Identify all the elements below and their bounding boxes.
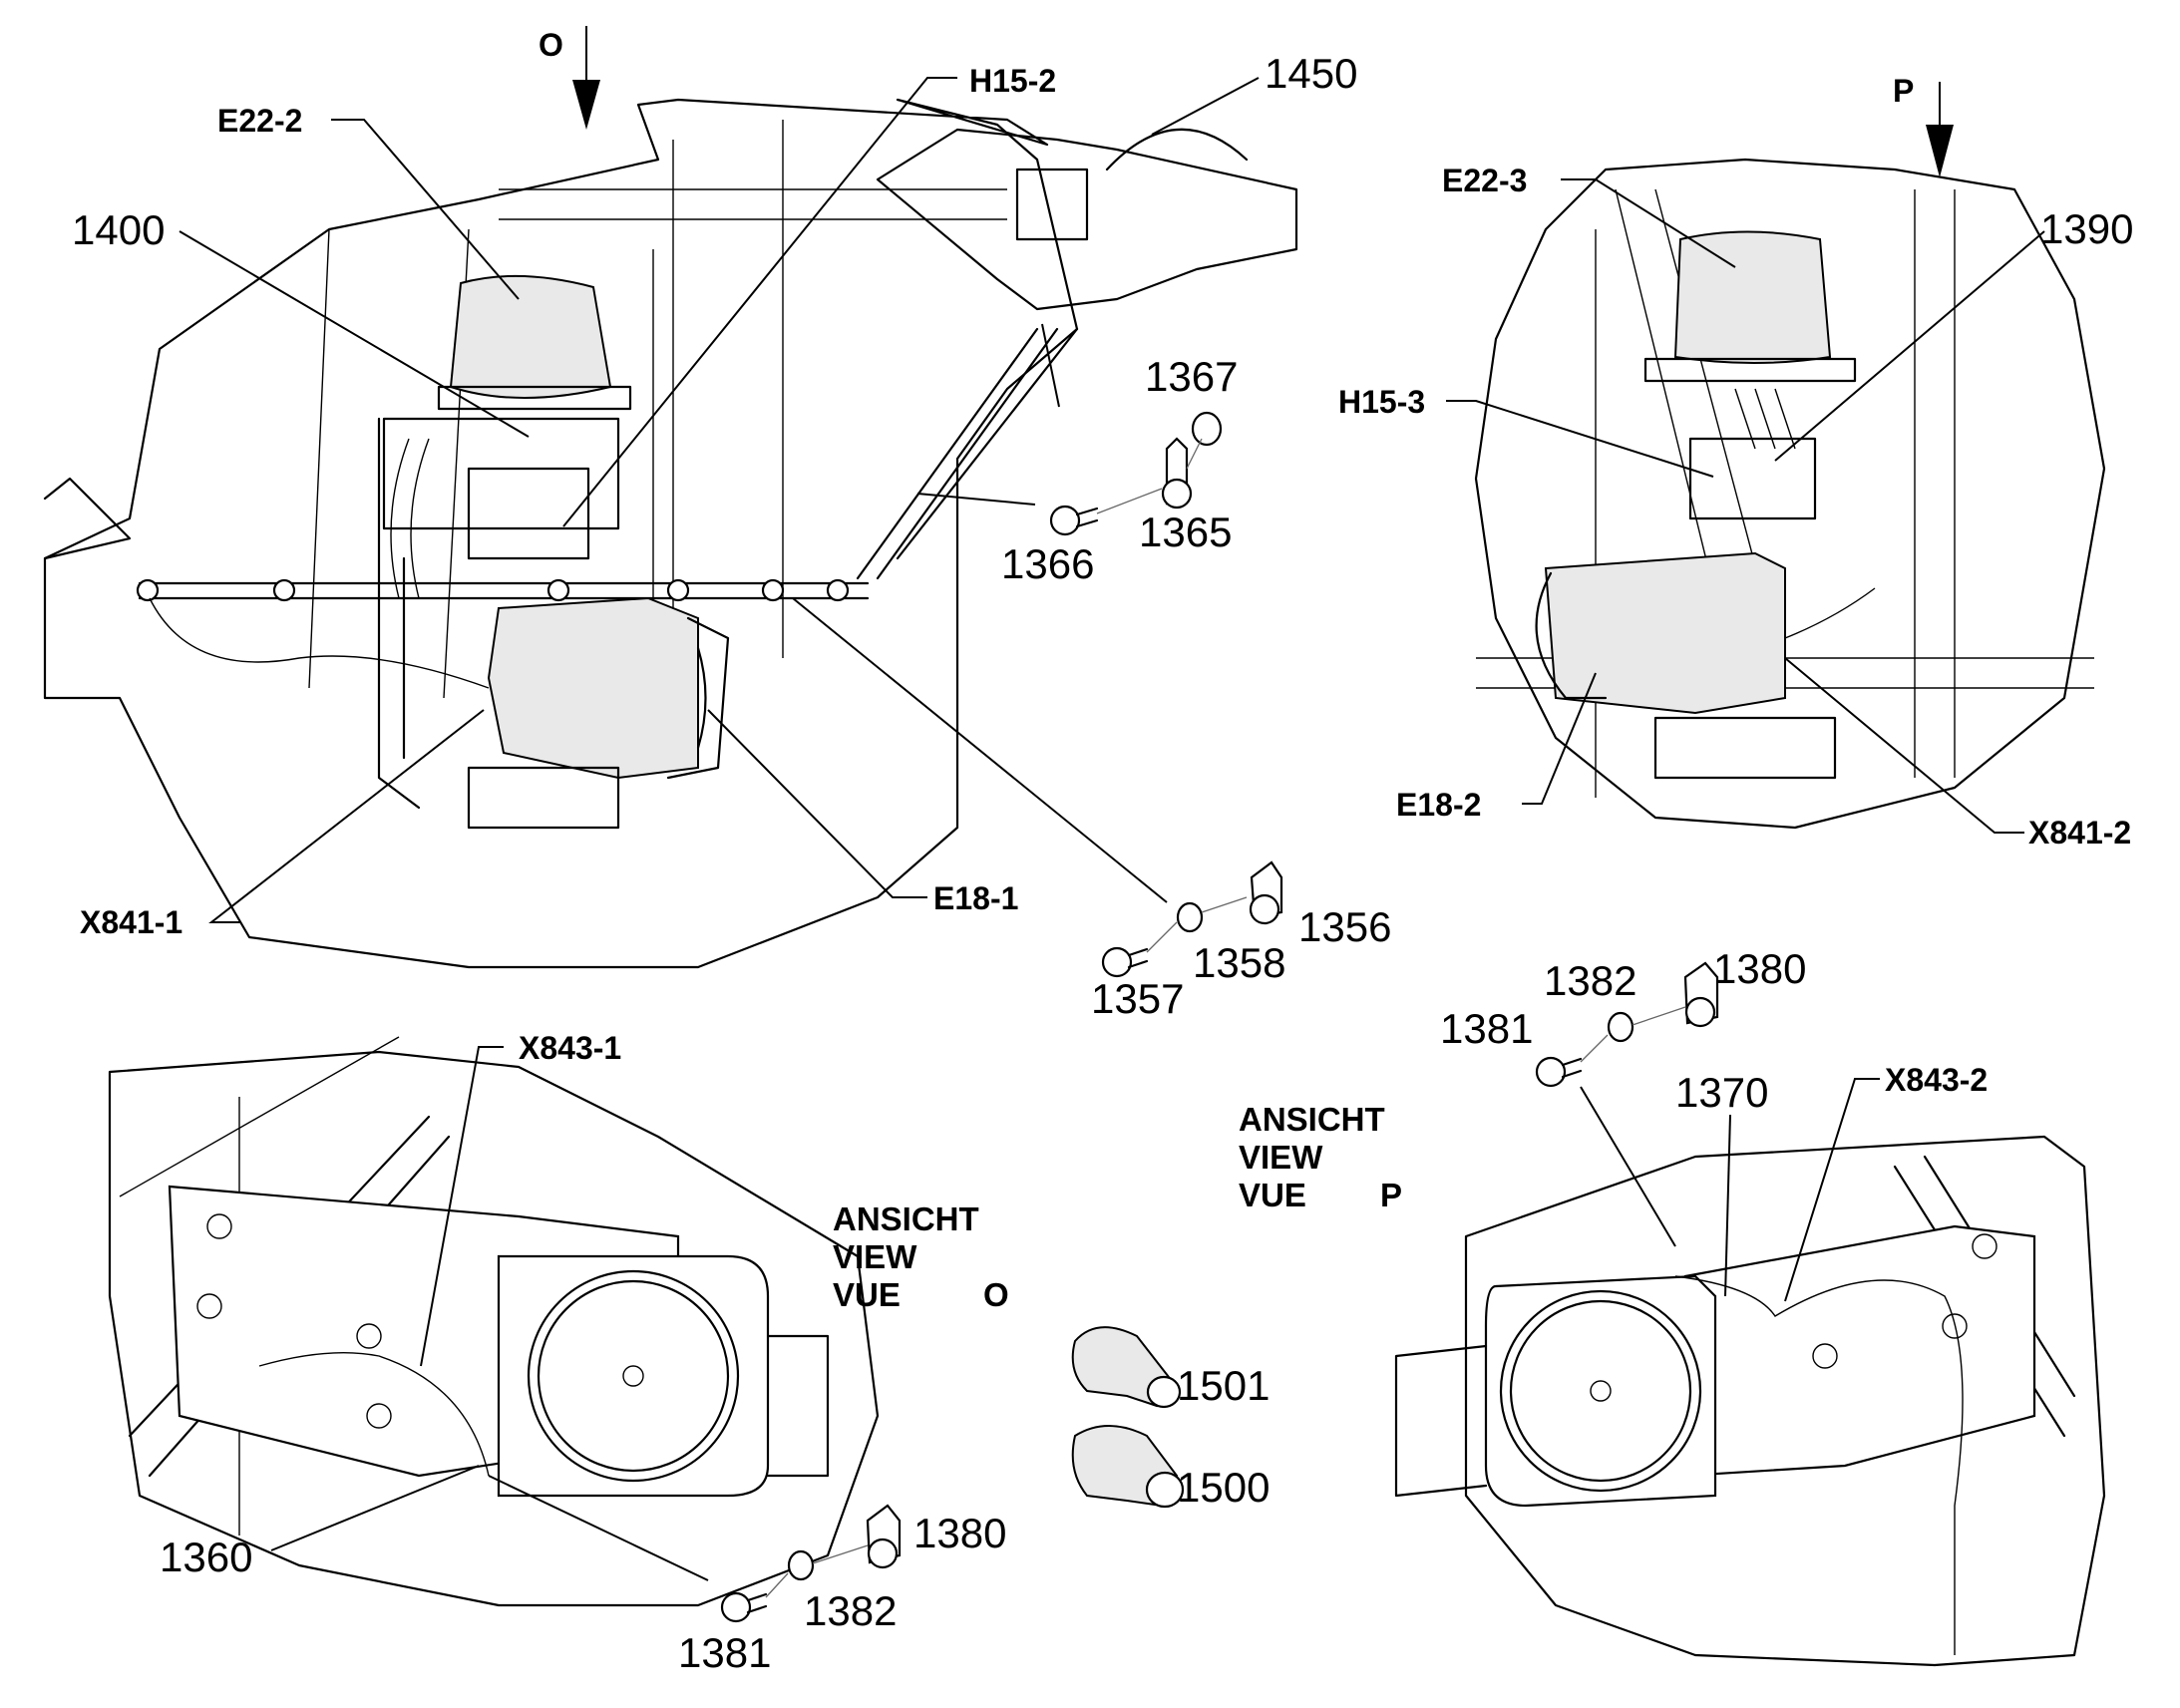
label-e22-2: E22-2 xyxy=(217,103,302,139)
horizontal-bar xyxy=(138,581,870,600)
label-1366: 1366 xyxy=(1001,540,1094,587)
label-1365: 1365 xyxy=(1139,509,1232,555)
bottom-left-outline xyxy=(108,1050,880,1607)
part-1357 xyxy=(1101,946,1133,978)
label-1500: 1500 xyxy=(1177,1464,1270,1511)
label-x843-2: X843-2 xyxy=(1885,1062,1988,1098)
view-p-line1: ANSICHT xyxy=(1239,1101,1385,1138)
label-1380-top: 1380 xyxy=(1713,945,1806,992)
label-e18-1: E18-1 xyxy=(933,880,1018,916)
view-arrows xyxy=(572,26,1954,177)
label-1380-bot: 1380 xyxy=(913,1510,1006,1556)
lamp-housing-p xyxy=(1484,1274,1717,1508)
label-1501: 1501 xyxy=(1177,1362,1270,1409)
label-1370: 1370 xyxy=(1675,1069,1768,1116)
part-1367 xyxy=(1191,411,1223,447)
small-parts xyxy=(720,411,1719,1623)
label-1357: 1357 xyxy=(1091,975,1184,1022)
label-1390: 1390 xyxy=(2040,205,2133,252)
view-o-letter: O xyxy=(983,1276,1009,1313)
label-1367: 1367 xyxy=(1145,353,1238,400)
label-1381-bot: 1381 xyxy=(678,1629,771,1676)
floodlight-e18-2 xyxy=(1544,551,1786,715)
view-o-caption: ANSICHT VIEW VUE O xyxy=(833,1200,1009,1313)
label-1381-top: 1381 xyxy=(1440,1005,1533,1052)
view-o-line2: VIEW xyxy=(833,1238,917,1275)
beacon-e22-2 xyxy=(449,274,612,399)
top-left-view xyxy=(43,98,1298,969)
label-x843-1: X843-1 xyxy=(519,1030,621,1066)
view-p-line2: VIEW xyxy=(1239,1139,1323,1176)
label-1360: 1360 xyxy=(160,1534,252,1580)
label-1358: 1358 xyxy=(1193,939,1285,986)
lamp-housing-o xyxy=(497,1254,770,1498)
bottom-right-view xyxy=(1394,1135,2106,1667)
label-1400: 1400 xyxy=(72,206,165,253)
part-1366 xyxy=(1049,505,1081,536)
label-1382-top: 1382 xyxy=(1544,957,1636,1004)
part-1358 xyxy=(1176,901,1204,933)
label-view-p-arrow: P xyxy=(1893,73,1914,109)
label-1356: 1356 xyxy=(1298,903,1391,950)
view-o-line3: VUE xyxy=(833,1276,901,1313)
top-right-view xyxy=(1474,158,2106,830)
beacon-e22-3 xyxy=(1673,230,1832,364)
part-1382-top xyxy=(1607,1011,1635,1043)
label-h15-2: H15-2 xyxy=(969,63,1056,99)
leader-lines xyxy=(179,77,2045,1581)
label-e22-3: E22-3 xyxy=(1442,163,1527,198)
part-1382-bot xyxy=(787,1549,815,1581)
label-1382-bot: 1382 xyxy=(804,1587,897,1634)
view-p-caption: ANSICHT VIEW VUE P xyxy=(1239,1101,1402,1213)
label-x841-1: X841-1 xyxy=(80,904,182,940)
arrow-p-icon xyxy=(1926,125,1954,177)
view-o-line1: ANSICHT xyxy=(833,1200,979,1237)
part-1381-top xyxy=(1535,1056,1567,1088)
label-h15-3: H15-3 xyxy=(1338,384,1425,420)
bottom-left-view xyxy=(108,1036,880,1607)
part-1381-bot xyxy=(720,1591,752,1623)
floodlight-e18-1 xyxy=(487,596,699,780)
arrow-o-icon xyxy=(572,80,600,130)
label-e18-2: E18-2 xyxy=(1396,787,1481,823)
label-view-o-arrow: O xyxy=(539,27,563,63)
top-right-outline xyxy=(1474,158,2106,830)
label-1450: 1450 xyxy=(1265,50,1357,97)
mounting-plate-p xyxy=(1683,1224,2036,1478)
view-p-line3: VUE xyxy=(1239,1177,1306,1213)
top-left-outline xyxy=(43,98,1079,969)
bottom-right-outline xyxy=(1464,1135,2106,1667)
label-x841-2: X841-2 xyxy=(2028,815,2131,851)
view-p-letter: P xyxy=(1380,1177,1402,1213)
callout-labels: O P E22-2 H15-2 1450 1400 1367 1366 1365… xyxy=(72,27,2133,1676)
